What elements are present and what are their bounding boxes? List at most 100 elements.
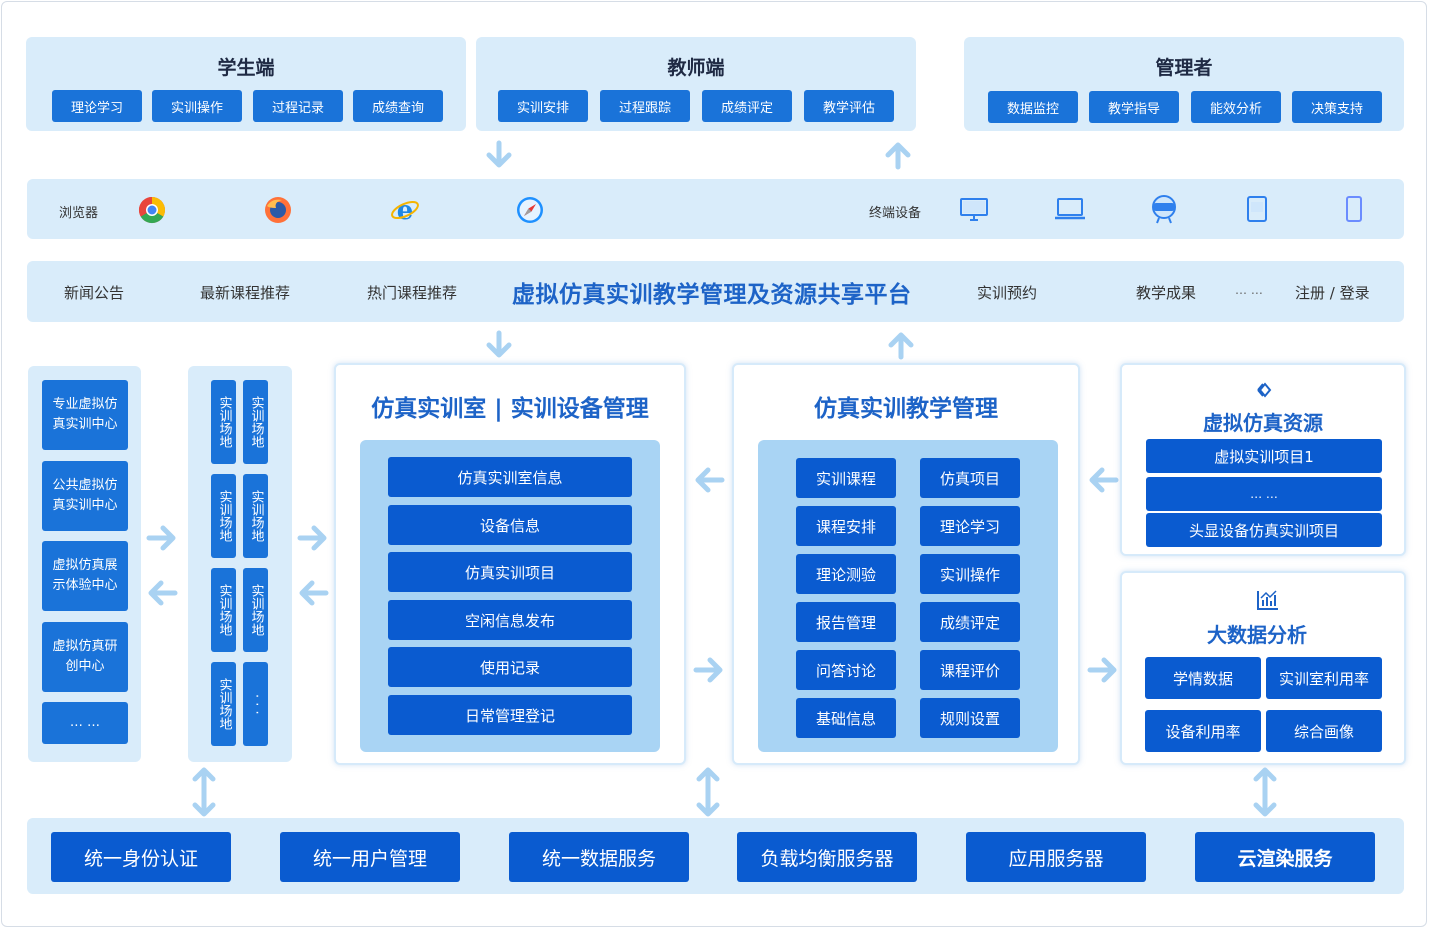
nav-item-login[interactable]: 注册 / 登录 <box>1295 284 1370 302</box>
site-item[interactable]: 实训场地 <box>211 662 236 746</box>
resource-item[interactable]: 头显设备仿真实训项目 <box>1146 513 1382 547</box>
vr-headset-icon[interactable] <box>1148 193 1180 225</box>
site-item[interactable]: 实训场地 <box>243 568 268 652</box>
resource-item-more: … … <box>1146 477 1382 511</box>
chart-icon <box>1257 590 1278 610</box>
arrow-right-icon <box>146 525 176 551</box>
lab-item[interactable]: 仿真实训项目 <box>388 552 632 592</box>
role-item[interactable]: 成绩评定 <box>702 90 792 122</box>
chrome-icon[interactable] <box>138 196 166 224</box>
bigdata-item[interactable]: 实训室利用率 <box>1266 657 1382 699</box>
arrow-right-icon <box>1087 657 1117 683</box>
arrow-updown-icon <box>696 767 720 817</box>
foundation-item[interactable]: 统一数据服务 <box>509 832 689 882</box>
role-item[interactable]: 过程跟踪 <box>600 90 690 122</box>
teaching-item[interactable]: 规则设置 <box>920 698 1020 738</box>
svg-text:e: e <box>397 196 414 225</box>
tablet-icon[interactable] <box>1246 195 1268 223</box>
teaching-item[interactable]: 报告管理 <box>796 602 896 642</box>
role-panel-student: 学生端 理论学习 实训操作 过程记录 成绩查询 <box>26 37 466 131</box>
arrow-left-icon <box>695 467 725 493</box>
role-item[interactable]: 成绩查询 <box>353 90 443 122</box>
resources-title: 虚拟仿真资源 <box>1203 411 1323 435</box>
foundation-item[interactable]: 统一用户管理 <box>280 832 460 882</box>
role-panel-admin: 管理者 数据监控 教学指导 能效分析 决策支持 <box>964 37 1404 131</box>
arrow-right-icon <box>297 525 327 551</box>
lab-item[interactable]: 仿真实训室信息 <box>388 457 632 497</box>
arrow-left-icon <box>1089 467 1119 493</box>
foundation-item[interactable]: 云渲染服务 <box>1195 832 1375 882</box>
teaching-item[interactable]: 问答讨论 <box>796 650 896 690</box>
foundation-item[interactable]: 统一身份认证 <box>51 832 231 882</box>
role-title: 教师端 <box>667 57 725 79</box>
platform-nav-bar: 新闻公告 最新课程推荐 热门课程推荐 虚拟仿真实训教学管理及资源共享平台 实训预… <box>27 261 1404 322</box>
role-item[interactable]: 过程记录 <box>253 90 343 122</box>
nav-item-news[interactable]: 新闻公告 <box>64 284 125 302</box>
firefox-icon[interactable] <box>264 196 292 224</box>
teaching-item[interactable]: 课程安排 <box>796 506 896 546</box>
bigdata-panel: 大数据分析 学情数据 实训室利用率 设备利用率 综合画像 <box>1120 571 1406 765</box>
teaching-item[interactable]: 课程评价 <box>920 650 1020 690</box>
teaching-item[interactable]: 理论测验 <box>796 554 896 594</box>
phone-icon[interactable] <box>1345 195 1363 223</box>
desktop-icon[interactable] <box>959 197 989 223</box>
site-item[interactable]: 实训场地 <box>243 474 268 558</box>
lab-items-container: 仿真实训室信息 设备信息 仿真实训项目 空闲信息发布 使用记录 日常管理登记 <box>360 440 660 752</box>
nav-item-achievements[interactable]: 教学成果 <box>1136 284 1197 302</box>
access-bar: 浏览器 e 终端设备 <box>27 179 1404 239</box>
role-item[interactable]: 能效分析 <box>1191 91 1281 123</box>
resource-item[interactable]: 虚拟实训项目1 <box>1146 439 1382 473</box>
teaching-item[interactable]: 实训课程 <box>796 458 896 498</box>
teaching-item[interactable]: 理论学习 <box>920 506 1020 546</box>
teaching-panel-title: 仿真实训教学管理 <box>814 396 998 422</box>
site-item[interactable]: 实训场地 <box>211 380 236 464</box>
role-title: 管理者 <box>1155 57 1213 79</box>
arrow-down-icon <box>486 140 512 168</box>
center-item[interactable]: 专业虚拟仿真实训中心 <box>42 380 128 450</box>
laptop-icon[interactable] <box>1054 195 1086 223</box>
teaching-item[interactable]: 实训操作 <box>920 554 1020 594</box>
lab-item[interactable]: 设备信息 <box>388 505 632 545</box>
foundation-item[interactable]: 负载均衡服务器 <box>737 832 917 882</box>
arrow-updown-icon <box>192 767 216 817</box>
site-item[interactable]: 实训场地 <box>211 474 236 558</box>
nav-item-more: … … <box>1235 283 1263 297</box>
nav-item-hot-courses[interactable]: 热门课程推荐 <box>367 284 458 302</box>
role-item[interactable]: 实训安排 <box>498 90 588 122</box>
foundation-bar <box>27 818 1404 894</box>
role-item[interactable]: 教学评估 <box>804 90 894 122</box>
center-item[interactable]: 虚拟仿真研创中心 <box>42 622 128 692</box>
role-item[interactable]: 实训操作 <box>152 90 242 122</box>
teaching-item[interactable]: 基础信息 <box>796 698 896 738</box>
platform-title: 虚拟仿真实训教学管理及资源共享平台 <box>512 282 912 308</box>
nav-item-new-courses[interactable]: 最新课程推荐 <box>200 284 291 302</box>
arrow-up-icon <box>885 142 911 170</box>
lab-item[interactable]: 日常管理登记 <box>388 695 632 735</box>
role-item[interactable]: 决策支持 <box>1292 91 1382 123</box>
role-item[interactable]: 数据监控 <box>988 91 1078 123</box>
nav-item-booking[interactable]: 实训预约 <box>977 284 1038 302</box>
teaching-item[interactable]: 成绩评定 <box>920 602 1020 642</box>
center-item[interactable]: 虚拟仿真展示体验中心 <box>42 541 128 611</box>
center-item-more: … … <box>42 702 128 744</box>
role-item[interactable]: 教学指导 <box>1089 91 1179 123</box>
site-item[interactable]: 实训场地 <box>243 380 268 464</box>
center-item[interactable]: 公共虚拟仿真实训中心 <box>42 461 128 531</box>
safari-icon[interactable] <box>516 196 544 224</box>
terminal-label: 终端设备 <box>869 206 922 221</box>
lab-item[interactable]: 空闲信息发布 <box>388 600 632 640</box>
bigdata-item[interactable]: 综合画像 <box>1266 710 1382 752</box>
teaching-item[interactable]: 仿真项目 <box>920 458 1020 498</box>
site-item[interactable]: 实训场地 <box>211 568 236 652</box>
teaching-management-panel: 仿真实训教学管理 实训课程 仿真项目 课程安排 理论学习 理论测验 实训操作 报… <box>732 363 1080 765</box>
ie-icon[interactable]: e <box>390 195 420 225</box>
foundation-item[interactable]: 应用服务器 <box>966 832 1146 882</box>
bigdata-item[interactable]: 学情数据 <box>1145 657 1261 699</box>
arrow-updown-icon <box>1253 767 1277 817</box>
lab-item[interactable]: 使用记录 <box>388 647 632 687</box>
role-item[interactable]: 理论学习 <box>52 90 142 122</box>
virtual-resources-panel: 虚拟仿真资源 虚拟实训项目1 … … 头显设备仿真实训项目 <box>1120 363 1406 556</box>
bigdata-item[interactable]: 设备利用率 <box>1145 710 1261 752</box>
resource-diamond-icon <box>1257 382 1272 398</box>
